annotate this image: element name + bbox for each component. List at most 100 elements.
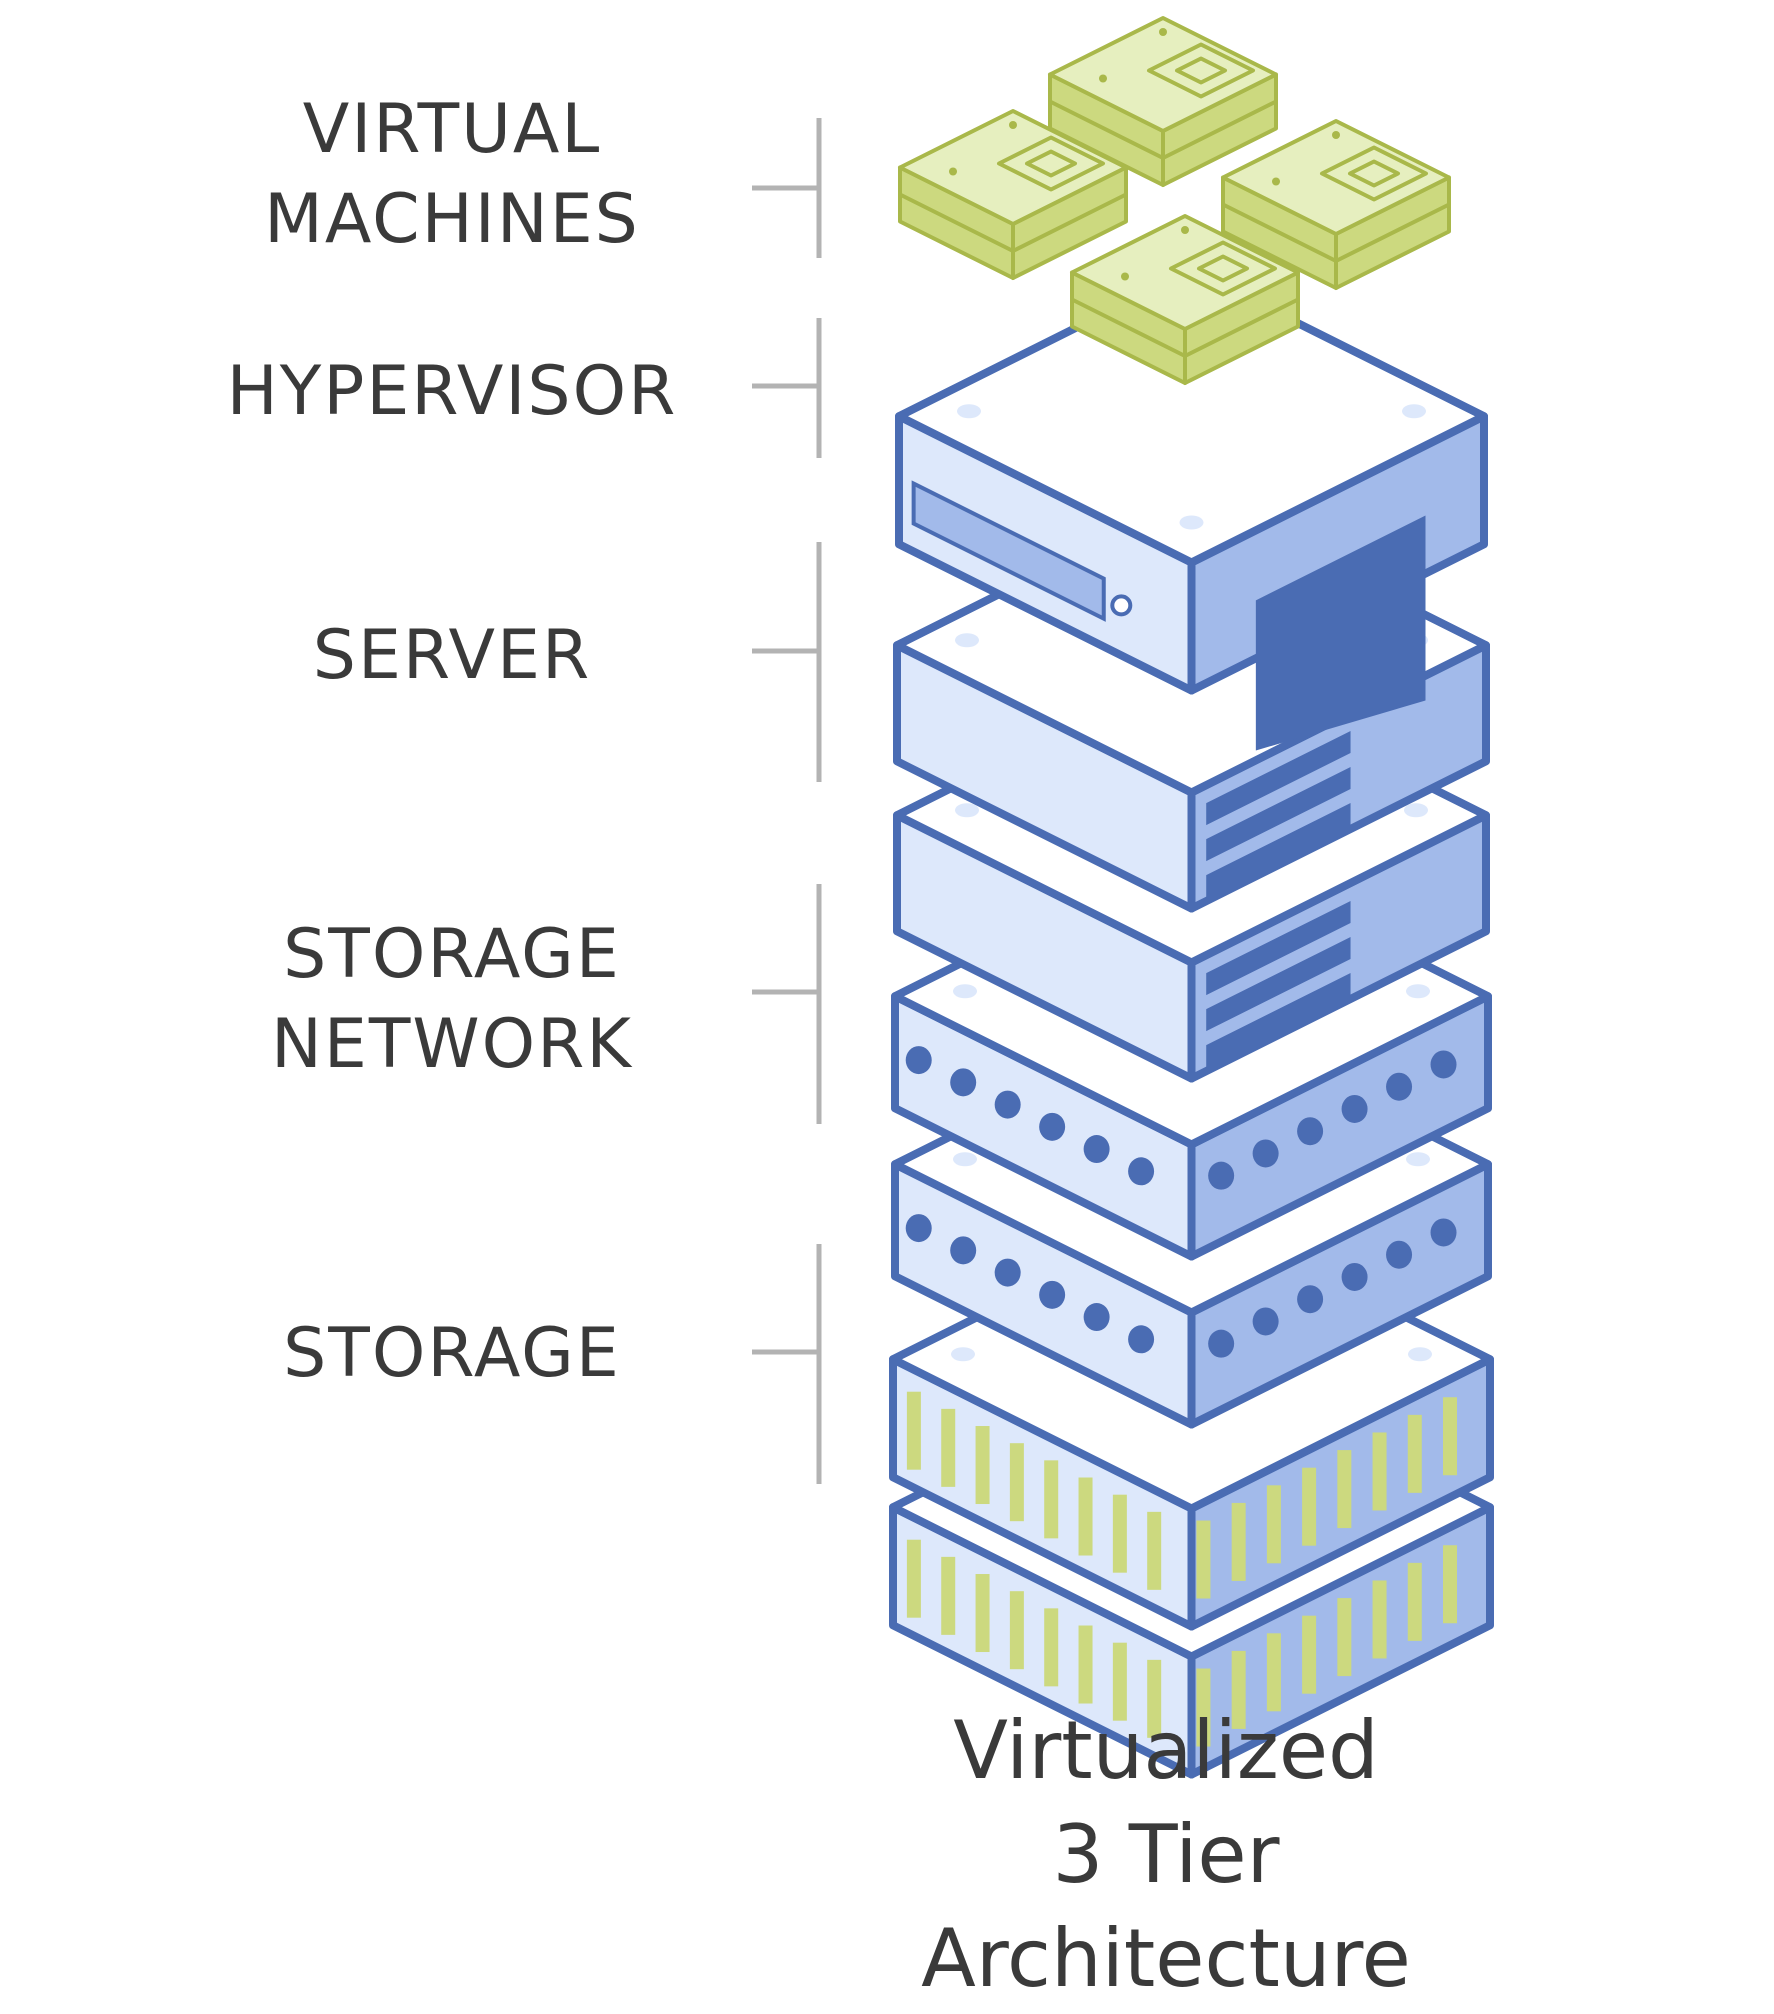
vm-block-back <box>1048 16 1278 187</box>
port-dot <box>1252 1307 1279 1336</box>
storage-bar <box>1044 1608 1059 1687</box>
layer-label-storage: STORAGE <box>283 1244 822 1484</box>
storage-bar <box>1443 1545 1458 1624</box>
screw-hole <box>955 633 979 648</box>
port-dot <box>1430 1218 1457 1247</box>
vm-chip <box>1147 42 1255 99</box>
port-dot <box>1128 1157 1155 1186</box>
vent-slot <box>1206 936 1351 1032</box>
vm-layer-line <box>1049 99 1277 160</box>
port-dot <box>994 1090 1021 1119</box>
power-led <box>1110 594 1133 617</box>
port-dot <box>950 1236 977 1265</box>
layer-label-virtual-machines: VIRTUAL MACHINES <box>264 90 822 259</box>
bracket <box>752 542 822 782</box>
port-dot <box>1208 1329 1235 1358</box>
box-top-face <box>895 266 1488 567</box>
storage-bar <box>906 1539 921 1618</box>
screw-hole <box>1402 404 1426 419</box>
storage-bar <box>1443 1397 1458 1476</box>
port-dot <box>905 1046 932 1075</box>
port-dot <box>1430 1050 1457 1079</box>
vm-block-right <box>1221 119 1451 290</box>
screw-hole <box>955 803 979 818</box>
port-dot <box>1341 1094 1368 1123</box>
storage-bar <box>1266 1633 1281 1712</box>
label-line: NETWORK <box>271 1005 633 1084</box>
label-line: STORAGE <box>283 915 621 994</box>
storage-bar <box>1078 1625 1093 1704</box>
label-line: STORAGE <box>283 1314 621 1393</box>
storage-bar <box>906 1391 921 1470</box>
layer-label-server: SERVER <box>313 542 822 782</box>
vm-layer-line <box>899 192 1127 253</box>
vm-dot <box>949 167 957 176</box>
vm-chip <box>997 135 1105 192</box>
screw-hole <box>953 1152 977 1167</box>
screw-hole <box>1406 984 1430 999</box>
vm-chip-core <box>1197 254 1249 283</box>
port-dot <box>1083 1135 1110 1164</box>
storage-bar <box>1009 1443 1024 1522</box>
storage-bar <box>1147 1659 1162 1738</box>
caption-line: Architecture <box>921 1912 1411 2005</box>
storage-bar <box>1231 1650 1246 1729</box>
storage-bar <box>1196 1668 1211 1747</box>
storage-bar <box>1112 1642 1127 1721</box>
port-dot <box>1039 1112 1066 1141</box>
vm-dot <box>1332 131 1340 139</box>
vm-dot <box>1099 74 1107 83</box>
label-line: MACHINES <box>264 180 640 259</box>
port-dot <box>905 1214 932 1243</box>
port-dot <box>1039 1280 1066 1309</box>
bracket <box>752 1244 822 1484</box>
caption-line: Virtualized <box>953 1704 1379 1797</box>
label-line: SERVER <box>313 616 591 695</box>
screw-hole <box>951 1347 975 1362</box>
screw-hole <box>957 404 981 419</box>
port-dot <box>1386 1072 1413 1101</box>
storage-bar <box>1147 1511 1162 1590</box>
vm-block-left <box>898 109 1128 280</box>
storage-bar <box>1266 1485 1281 1564</box>
vent-slot <box>1206 802 1351 898</box>
storage-bar <box>1112 1494 1127 1573</box>
storage-bar <box>941 1408 956 1487</box>
panel <box>1255 515 1426 751</box>
vent-slot <box>1206 900 1351 996</box>
vm-chip <box>1169 240 1277 297</box>
vm-chip-core <box>1175 56 1227 85</box>
vm-dot <box>1009 121 1017 129</box>
vm-dot <box>1121 272 1129 281</box>
vm-layer-line <box>1222 202 1450 263</box>
port-dot <box>994 1258 1021 1287</box>
screw-hole <box>1179 515 1204 530</box>
screw-hole <box>1406 1152 1430 1167</box>
port-dot <box>1128 1325 1155 1354</box>
screw-hole <box>1404 803 1428 818</box>
vent-slot <box>1206 730 1351 826</box>
label-line: HYPERVISOR <box>227 352 678 431</box>
vm-block-front <box>1070 214 1300 385</box>
vent-slot <box>1206 766 1351 862</box>
port-dot <box>1208 1161 1235 1190</box>
vm-dot <box>1181 226 1189 234</box>
storage-bar <box>1231 1502 1246 1581</box>
storage-bar <box>1196 1520 1211 1599</box>
layer-label-storage-network: STORAGE NETWORK <box>271 884 822 1124</box>
vm-chip-core <box>1348 159 1400 188</box>
port-dot <box>1297 1117 1324 1146</box>
hypervisor-unit <box>895 266 1488 751</box>
storage-bar <box>1407 1562 1422 1641</box>
storage-bar <box>941 1556 956 1635</box>
storage-bar <box>1372 1432 1387 1511</box>
port-dot <box>1297 1285 1324 1314</box>
port-dot <box>1386 1240 1413 1269</box>
screw-hole <box>953 984 977 999</box>
hardware-stack <box>889 16 1494 1779</box>
vm-dot <box>1159 28 1167 36</box>
bracket <box>752 884 822 1124</box>
label-line: VIRTUAL <box>303 90 602 169</box>
vm-dot <box>1272 177 1280 186</box>
